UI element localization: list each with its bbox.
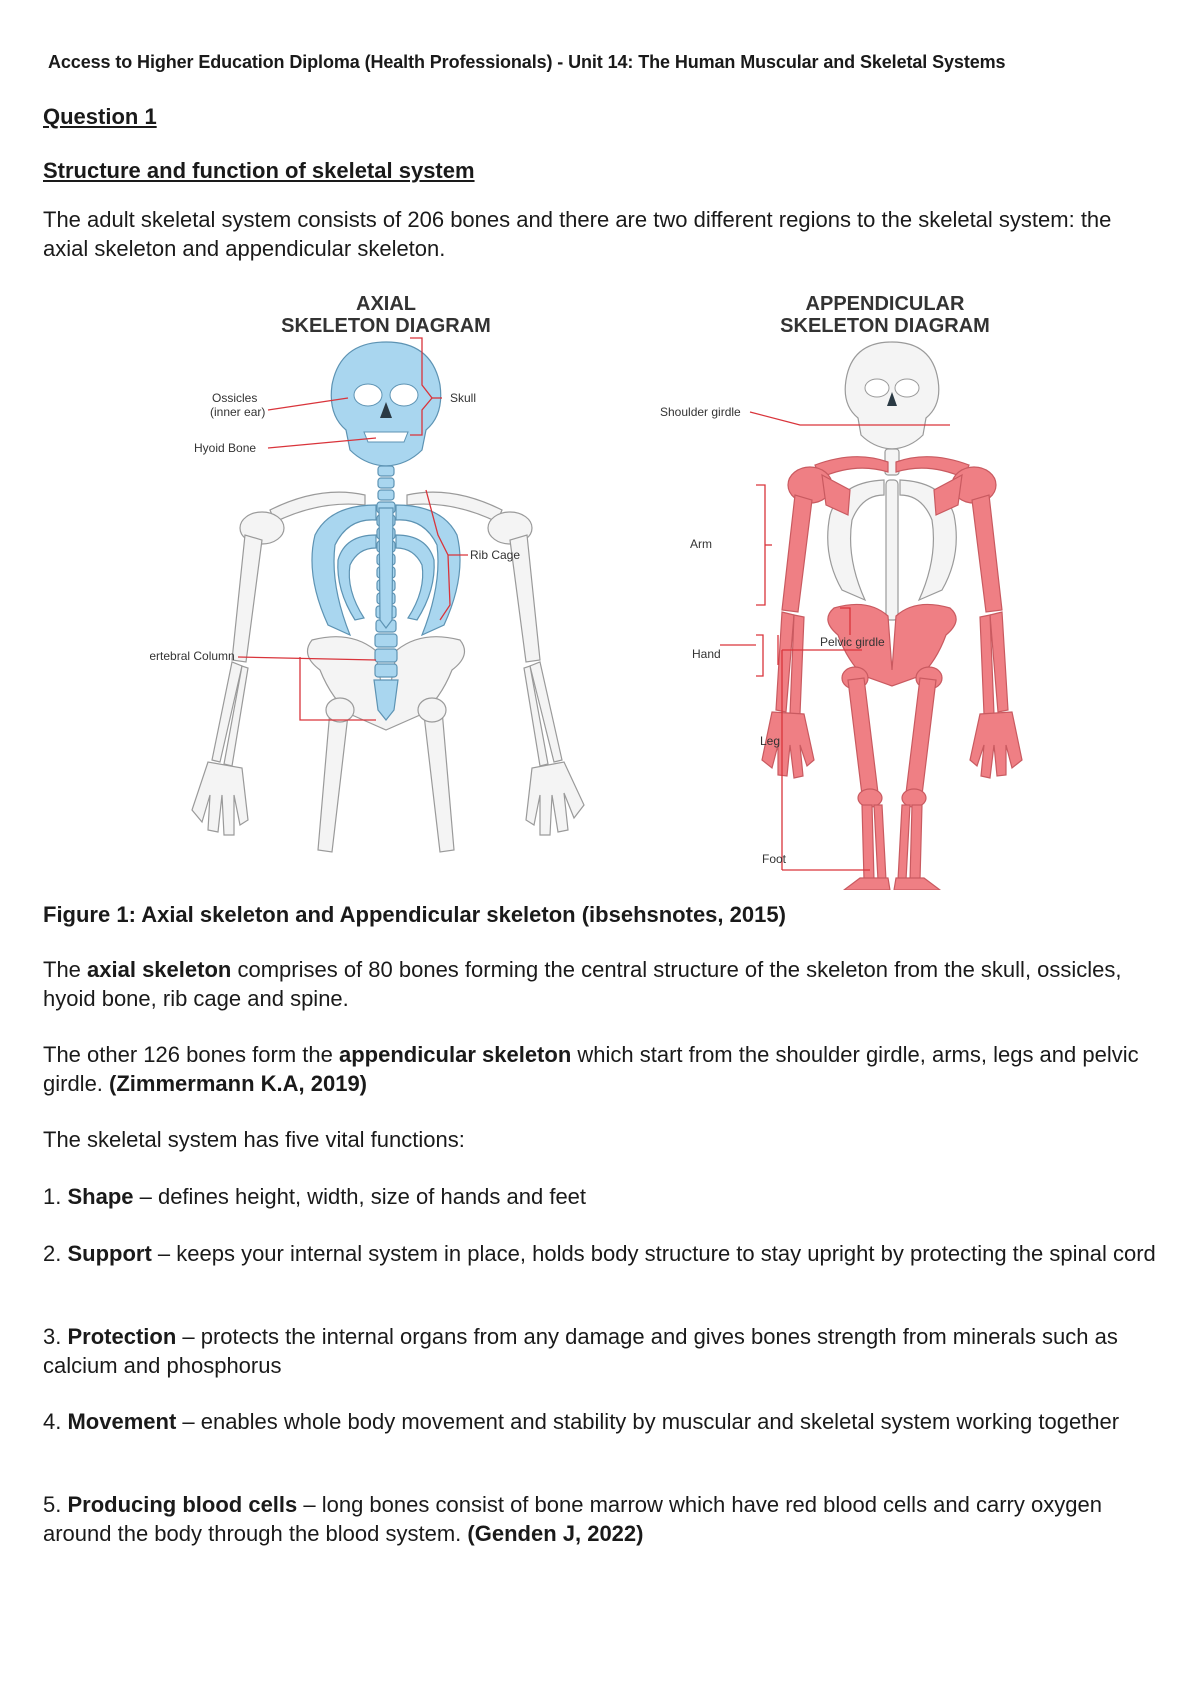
citation: (Zimmermann K.A, 2019)	[109, 1071, 368, 1096]
appendicular-title-line1: APPENDICULAR	[806, 293, 965, 315]
arm-label: Arm	[690, 537, 712, 551]
axial-title-line2: SKELETON DIAGRAM	[281, 315, 491, 337]
shoulder-girdle-label: Shoulder girdle	[660, 405, 741, 419]
axial-paragraph: The axial skeleton comprises of 80 bones…	[43, 957, 1122, 1011]
hand-label: Hand	[692, 647, 721, 661]
section-heading: Structure and function of skeletal syste…	[43, 158, 475, 183]
function-item-support: 2. Support – keeps your internal system …	[43, 1241, 1156, 1266]
ossicles-sublabel: (inner ear)	[210, 405, 265, 419]
appendicular-skeleton-diagram: APPENDICULAR SKELETON DIAGRAM	[660, 293, 1023, 890]
function-item-movement: 4. Movement – enables whole body movemen…	[43, 1409, 1120, 1434]
ossicles-label: Ossicles	[212, 391, 257, 405]
figure-caption: Figure 1: Axial skeleton and Appendicula…	[43, 902, 786, 927]
skeleton-figure: AXIAL SKELETON DIAGRAM	[150, 293, 1023, 890]
function-item-shape: 1. Shape – defines height, width, size o…	[43, 1184, 587, 1209]
citation: (Genden J, 2022)	[467, 1521, 644, 1546]
question-heading: Question 1	[43, 104, 157, 129]
hyoid-bone-label: Hyoid Bone	[194, 441, 256, 455]
axial-skeleton-term: axial skeleton	[87, 957, 232, 982]
document-header: Access to Higher Education Diploma (Heal…	[48, 52, 1006, 72]
skull-label: Skull	[450, 391, 476, 405]
appendicular-paragraph: The other 126 bones form the appendicula…	[43, 1042, 1139, 1096]
rib-cage-label: Rib Cage	[470, 548, 520, 562]
functions-intro: The skeletal system has five vital funct…	[43, 1127, 465, 1152]
function-item-protection: 3. Protection – protects the internal or…	[43, 1324, 1118, 1378]
appendicular-title-line2: SKELETON DIAGRAM	[780, 315, 990, 337]
foot-label: Foot	[762, 852, 787, 866]
pelvic-girdle-label: Pelvic girdle	[820, 635, 885, 649]
axial-skeleton-diagram: AXIAL SKELETON DIAGRAM	[150, 293, 585, 853]
intro-paragraph: The adult skeletal system consists of 20…	[43, 207, 1112, 261]
function-item-blood-cells: 5. Producing blood cells – long bones co…	[43, 1492, 1102, 1546]
axial-title-line1: AXIAL	[356, 293, 416, 315]
vertebral-column-label: Vertebral Column	[150, 649, 235, 663]
leg-label: Leg	[760, 734, 780, 748]
appendicular-skeleton-term: appendicular skeleton	[338, 1042, 572, 1067]
